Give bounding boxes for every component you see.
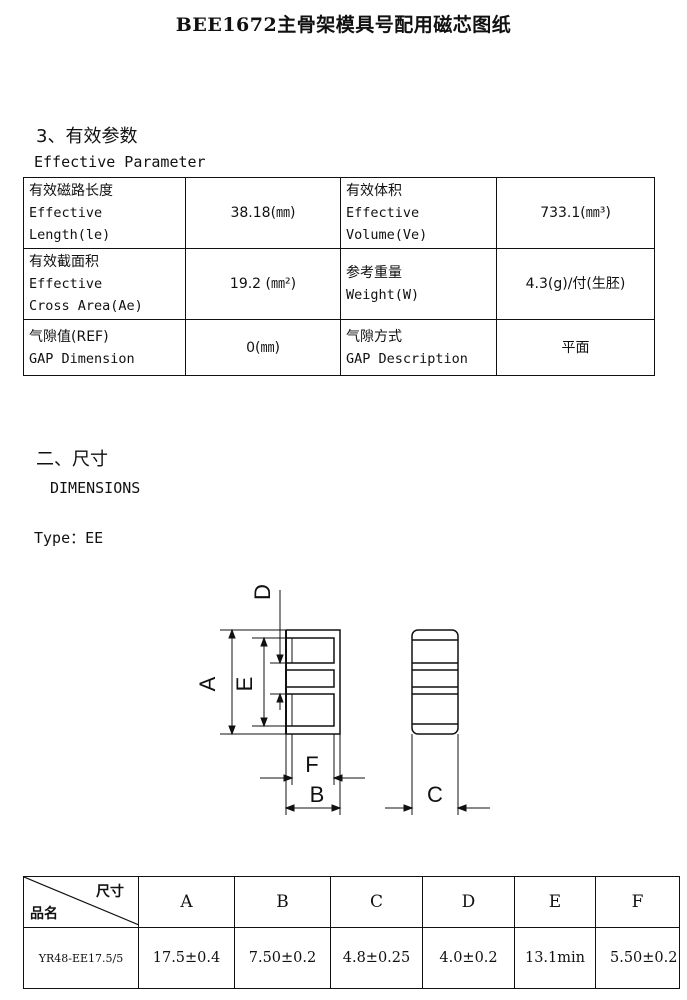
product-name-cell: YR48-EE17.5/5 — [23, 927, 139, 989]
dimension-value-cell: 7.50±0.2 — [234, 927, 331, 989]
param-value: 平面 — [496, 319, 655, 376]
param-label-cn: 有效截面积 — [29, 254, 99, 270]
dimensions-table: 尺寸 品名 A B C D E F YR48-EE17.5/5 17.5±0.4… — [23, 876, 680, 989]
corner-label-size: 尺寸 — [96, 884, 124, 900]
param-label-cn: 气隙值(REF) — [29, 328, 109, 345]
dimension-lines-front — [220, 590, 490, 815]
dimension-value-cell: 4.8±0.25 — [330, 927, 423, 989]
dimension-label-f: F — [305, 752, 318, 777]
column-header: C — [330, 876, 423, 928]
param-value: 38.18(㎜) — [185, 177, 341, 249]
table-corner-cell: 尺寸 品名 — [23, 876, 139, 928]
param-value: 19.2 (㎜²) — [185, 248, 341, 320]
table-row: 气隙值(REF) GAP Dimension 0(㎜) 气隙方式 GAP Des… — [23, 319, 655, 376]
section-subheading-effective-parameter: Effective Parameter — [34, 153, 206, 171]
section-heading-dimensions: 二、尺寸 — [36, 449, 108, 470]
column-header: B — [234, 876, 331, 928]
param-label: 气隙方式 GAP Description — [340, 319, 497, 376]
dimension-value-cell: 5.50±0.2 — [595, 927, 680, 989]
dimension-label-b: B — [310, 782, 325, 807]
param-value: 4.3(g)/付(生胚) — [496, 248, 655, 320]
param-value: 733.1(㎜³) — [496, 177, 655, 249]
column-header: F — [595, 876, 680, 928]
e-core-side-view — [411, 629, 459, 735]
dimension-label-a: A — [195, 676, 220, 691]
param-label: 有效截面积 Effective Cross Area(Ae) — [23, 248, 186, 320]
corner-diagonal — [24, 877, 139, 925]
table-row: 有效截面积 Effective Cross Area(Ae) 19.2 (㎜²)… — [23, 248, 655, 320]
column-header: E — [514, 876, 596, 928]
param-label-en: Effective — [29, 276, 103, 292]
page-title: BEE1672主骨架模具号配用磁芯图纸 — [175, 14, 512, 36]
param-label-en: Cross Area(Ae) — [29, 298, 143, 314]
ee-core-drawing: A E D F B C — [195, 584, 490, 815]
param-label: 有效磁路长度 Effective Length(le) — [23, 177, 186, 249]
table-header-row: 尺寸 品名 A B C D E F — [23, 876, 680, 928]
dimension-value-cell: 13.1min — [514, 927, 596, 989]
corner-label-product: 品名 — [30, 906, 58, 922]
dimension-label-d: D — [250, 584, 275, 600]
column-header: A — [138, 876, 235, 928]
table-row: 有效磁路长度 Effective Length(le) 38.18(㎜) 有效体… — [23, 177, 655, 249]
dimension-label-e: E — [232, 677, 257, 692]
param-label-en: Effective — [29, 205, 103, 221]
param-label-cn: 有效磁路长度 — [29, 183, 113, 199]
param-label-cn: 气隙方式 — [346, 328, 402, 345]
column-header: D — [422, 876, 515, 928]
param-label-cn: 参考重量 — [346, 265, 402, 281]
param-label-cn: 有效体积 — [346, 183, 402, 199]
core-type-label: Type：EE — [34, 529, 104, 547]
param-value: 0(㎜) — [185, 319, 341, 376]
param-label: 有效体积 Effective Volume(Ve) — [340, 177, 497, 249]
param-label: 气隙值(REF) GAP Dimension — [23, 319, 186, 376]
section-heading-effective-parameter: 3、有效参数 — [36, 126, 138, 147]
param-label-en: Length(le) — [29, 227, 111, 243]
dimension-value-cell: 4.0±0.2 — [422, 927, 515, 989]
param-label-en: Weight(W) — [346, 287, 420, 303]
dimension-value-cell: 17.5±0.4 — [138, 927, 235, 989]
param-label: 参考重量 Weight(W) — [340, 248, 497, 320]
section-subheading-dimensions: DIMENSIONS — [50, 479, 141, 497]
dimension-label-c: C — [427, 782, 443, 807]
param-label-en: Volume(Ve) — [346, 227, 428, 243]
e-core-front-view — [285, 629, 341, 735]
effective-parameter-table: 有效磁路长度 Effective Length(le) 38.18(㎜) 有效体… — [23, 177, 655, 376]
param-label-en: GAP Dimension — [29, 350, 135, 367]
param-label-en: GAP Description — [346, 350, 468, 367]
param-label-en: Effective — [346, 205, 420, 221]
table-row: YR48-EE17.5/5 17.5±0.4 7.50±0.2 4.8±0.25… — [23, 927, 680, 989]
